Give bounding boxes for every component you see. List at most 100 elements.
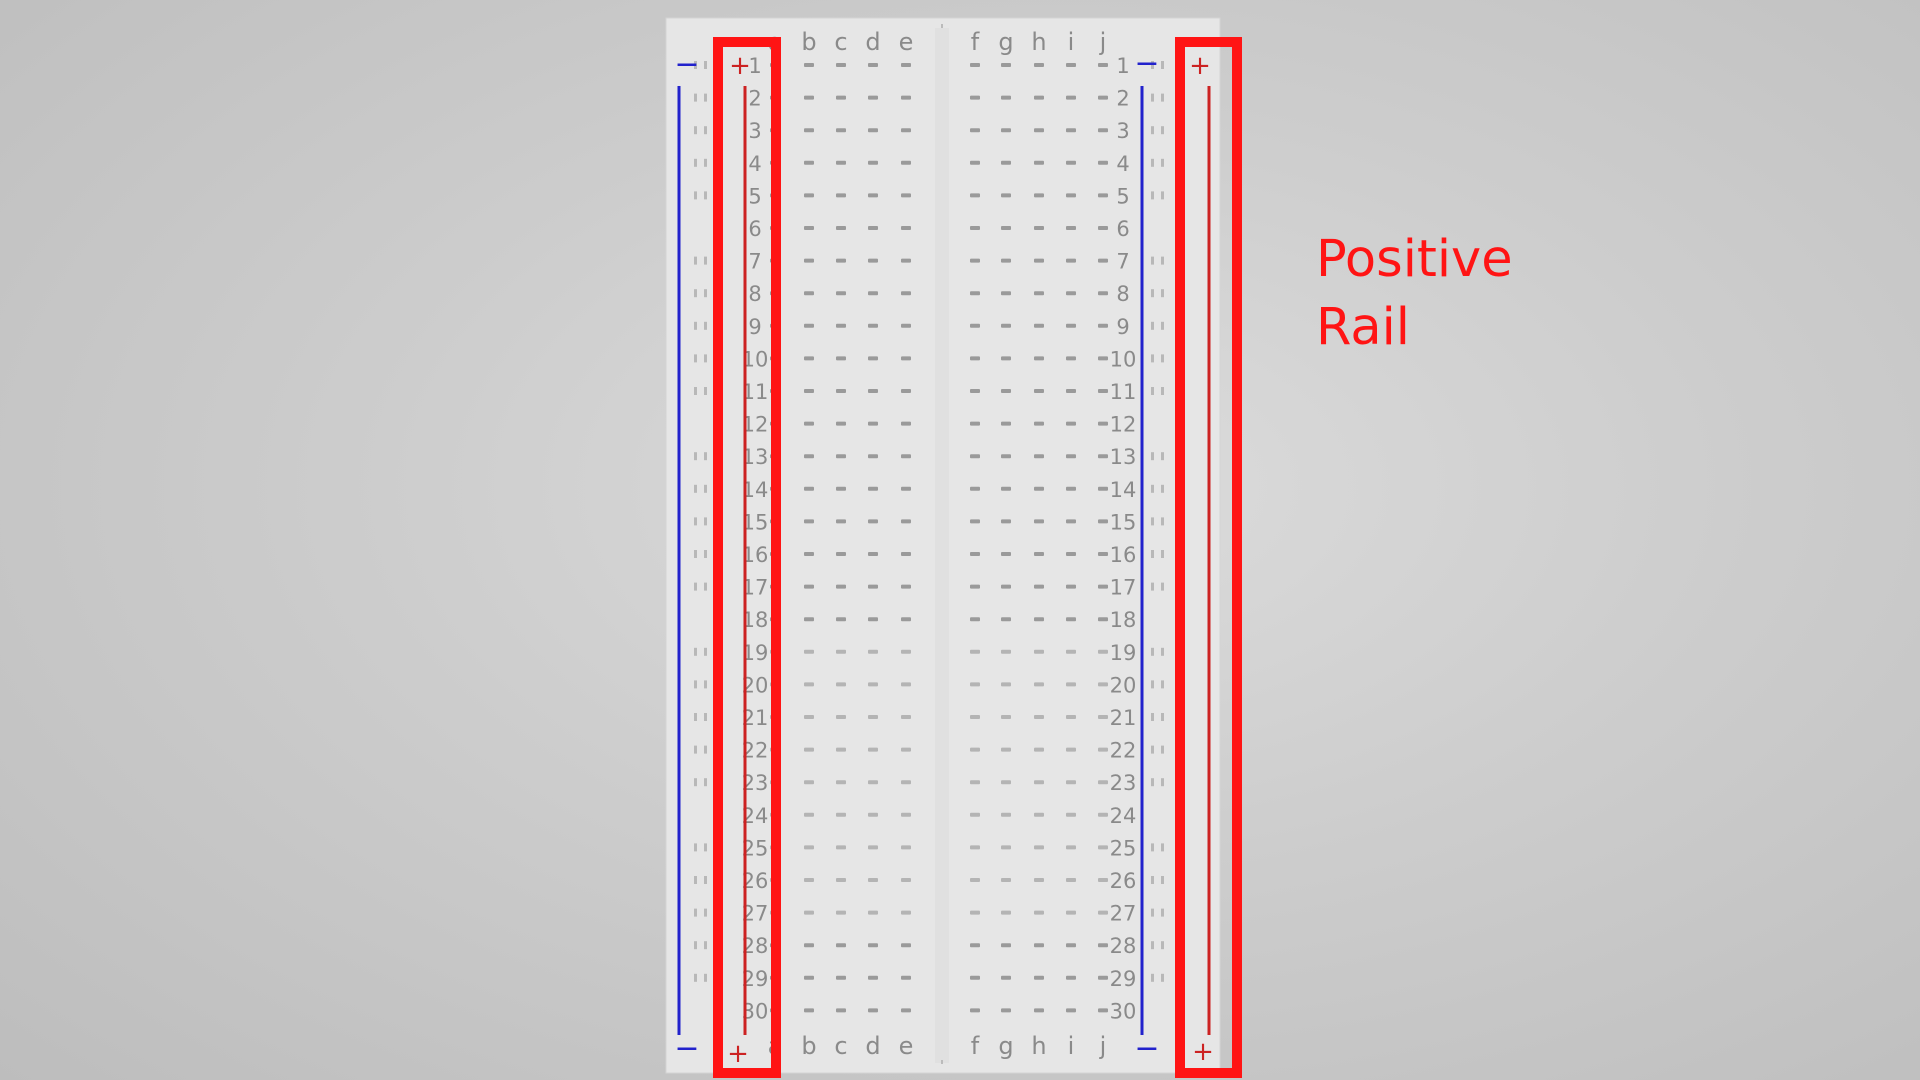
- hole-d7: [868, 258, 878, 263]
- rail-hole-right-0-10: [1151, 354, 1154, 363]
- rail-hole-left-0-17: [694, 582, 697, 591]
- rail-hole-left-1-11: [704, 387, 707, 395]
- hole-c13: [836, 454, 846, 459]
- hole-g7: [1001, 258, 1011, 263]
- hole-c10: [836, 356, 846, 361]
- hole-f7: [970, 258, 980, 263]
- hole-f27: [970, 910, 980, 915]
- hole-d20: [868, 682, 878, 687]
- rail-hole-left-1-9: [704, 321, 707, 330]
- hole-h1: [1034, 63, 1044, 67]
- hole-h27: [1034, 910, 1044, 915]
- hole-c29: [836, 975, 846, 980]
- hole-h25: [1034, 845, 1044, 850]
- hole-b21: [804, 715, 814, 719]
- rail-hole-right-0-21: [1151, 713, 1154, 721]
- column-label-bottom-g: g: [998, 1032, 1013, 1060]
- row-label-right-29: 29: [1110, 967, 1137, 991]
- hole-g27: [1001, 910, 1011, 915]
- hole-d18: [868, 617, 878, 622]
- hole-i2: [1066, 95, 1076, 100]
- column-label-top-i: i: [1068, 28, 1075, 56]
- hole-e1: [901, 63, 911, 67]
- rail-hole-left-0-15: [694, 517, 697, 526]
- hole-f9: [970, 323, 980, 328]
- hole-f14: [970, 486, 980, 491]
- hole-i7: [1066, 258, 1076, 263]
- hole-e17: [901, 584, 911, 589]
- rail-hole-right-0-20: [1151, 680, 1154, 689]
- hole-j11: [1098, 389, 1108, 393]
- hole-d8: [868, 291, 878, 296]
- rail-hole-right-1-13: [1161, 452, 1164, 461]
- rail-hole-left-1-7: [704, 256, 707, 265]
- hole-d2: [868, 95, 878, 100]
- hole-d16: [868, 552, 878, 556]
- rail-hole-left-0-14: [694, 484, 697, 493]
- rail-hole-right-1-28: [1161, 941, 1164, 950]
- hole-e28: [901, 943, 911, 948]
- hole-f22: [970, 747, 980, 752]
- column-label-bottom-c: c: [834, 1032, 847, 1060]
- rail-hole-right-1-23: [1161, 778, 1164, 787]
- hole-c1: [836, 63, 846, 67]
- rail-hole-left-1-1: [704, 61, 707, 69]
- row-label-right-18: 18: [1110, 608, 1137, 632]
- hole-e14: [901, 486, 911, 491]
- hole-j20: [1098, 682, 1108, 687]
- hole-e27: [901, 910, 911, 915]
- column-label-bottom-d: d: [865, 1032, 880, 1060]
- left-negative-sign-bottom: −: [674, 1031, 699, 1066]
- hole-b19: [804, 649, 814, 654]
- hole-j27: [1098, 910, 1108, 915]
- hole-f10: [970, 356, 980, 361]
- left-positive-sign-bottom: +: [727, 1039, 749, 1069]
- hole-c14: [836, 486, 846, 491]
- rail-hole-left-0-3: [694, 126, 697, 135]
- rail-hole-left-1-25: [704, 843, 707, 852]
- rail-hole-left-1-2: [704, 93, 707, 102]
- hole-c15: [836, 519, 846, 524]
- hole-i15: [1066, 519, 1076, 524]
- hole-i25: [1066, 845, 1076, 850]
- hole-f23: [970, 780, 980, 785]
- hole-g24: [1001, 812, 1011, 817]
- row-label-left-2: 2: [748, 87, 761, 111]
- hole-i18: [1066, 617, 1076, 622]
- row-label-right-5: 5: [1116, 184, 1129, 208]
- rail-hole-left-1-20: [704, 680, 707, 689]
- hole-j24: [1098, 812, 1108, 817]
- hole-d11: [868, 389, 878, 393]
- hole-j23: [1098, 780, 1108, 785]
- hole-c16: [836, 552, 846, 556]
- hole-c21: [836, 715, 846, 719]
- row-label-right-27: 27: [1110, 902, 1137, 926]
- hole-j19: [1098, 649, 1108, 654]
- right-positive-sign-bottom: +: [1192, 1037, 1214, 1067]
- rail-hole-right-1-10: [1161, 354, 1164, 363]
- hole-j25: [1098, 845, 1108, 850]
- row-label-right-2: 2: [1116, 87, 1129, 111]
- rail-hole-right-1-22: [1161, 745, 1164, 754]
- hole-f26: [970, 878, 980, 882]
- hole-g1: [1001, 63, 1011, 67]
- hole-d30: [868, 1008, 878, 1013]
- hole-e8: [901, 291, 911, 296]
- hole-f12: [970, 421, 980, 426]
- row-label-right-1: 1: [1116, 54, 1129, 78]
- hole-e30: [901, 1008, 911, 1013]
- hole-i26: [1066, 878, 1076, 882]
- hole-i10: [1066, 356, 1076, 361]
- hole-j22: [1098, 747, 1108, 752]
- rail-hole-right-1-9: [1161, 321, 1164, 330]
- right-negative-sign-top: −: [1134, 46, 1159, 81]
- hole-b4: [804, 160, 814, 165]
- hole-f8: [970, 291, 980, 296]
- column-label-top-b: b: [801, 28, 816, 56]
- hole-f13: [970, 454, 980, 459]
- rail-hole-right-1-8: [1161, 289, 1164, 298]
- hole-d26: [868, 878, 878, 882]
- hole-g20: [1001, 682, 1011, 687]
- hole-f29: [970, 975, 980, 980]
